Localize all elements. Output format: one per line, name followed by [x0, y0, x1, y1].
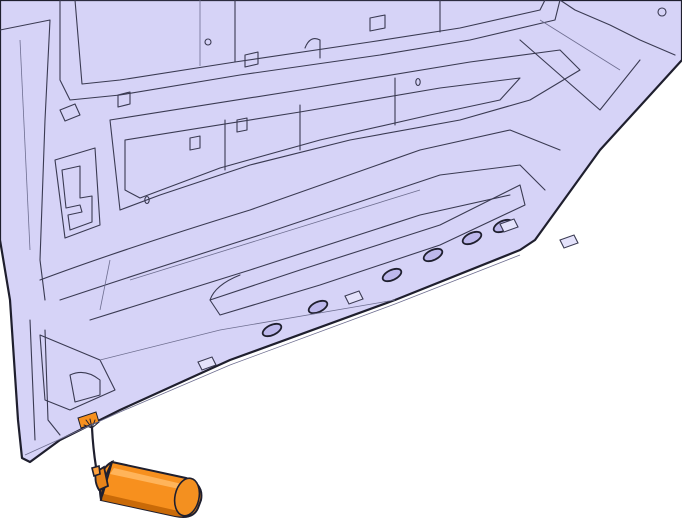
drain-slot [261, 322, 283, 338]
spray-can-nozzle [91, 464, 101, 478]
spray-can-end [173, 477, 201, 517]
drain-slot [381, 267, 403, 283]
clip-tab [197, 356, 217, 371]
spray-straw [90, 427, 98, 468]
storage-pocket [124, 77, 521, 199]
handle-cavity [54, 147, 101, 239]
spray-can-icon [91, 459, 203, 518]
lower-corner-bracket [39, 334, 116, 411]
clip-tab [499, 218, 519, 233]
lower-channel [209, 184, 526, 316]
clip-tab-group [197, 218, 579, 371]
drain-slot [461, 230, 483, 246]
window-inner-recess [74, 0, 546, 85]
drain-slot [422, 247, 444, 263]
window-frame [59, 0, 561, 101]
clip-tab [344, 290, 364, 305]
clip-tab [559, 234, 579, 249]
drain-slot [307, 299, 329, 315]
window-screw-hole [204, 38, 212, 46]
spray-can-highlight [110, 468, 193, 492]
door-handle [61, 165, 93, 231]
spray-can-shadow [101, 494, 195, 517]
door-panel-body [0, 0, 682, 464]
armrest-band [109, 49, 581, 211]
